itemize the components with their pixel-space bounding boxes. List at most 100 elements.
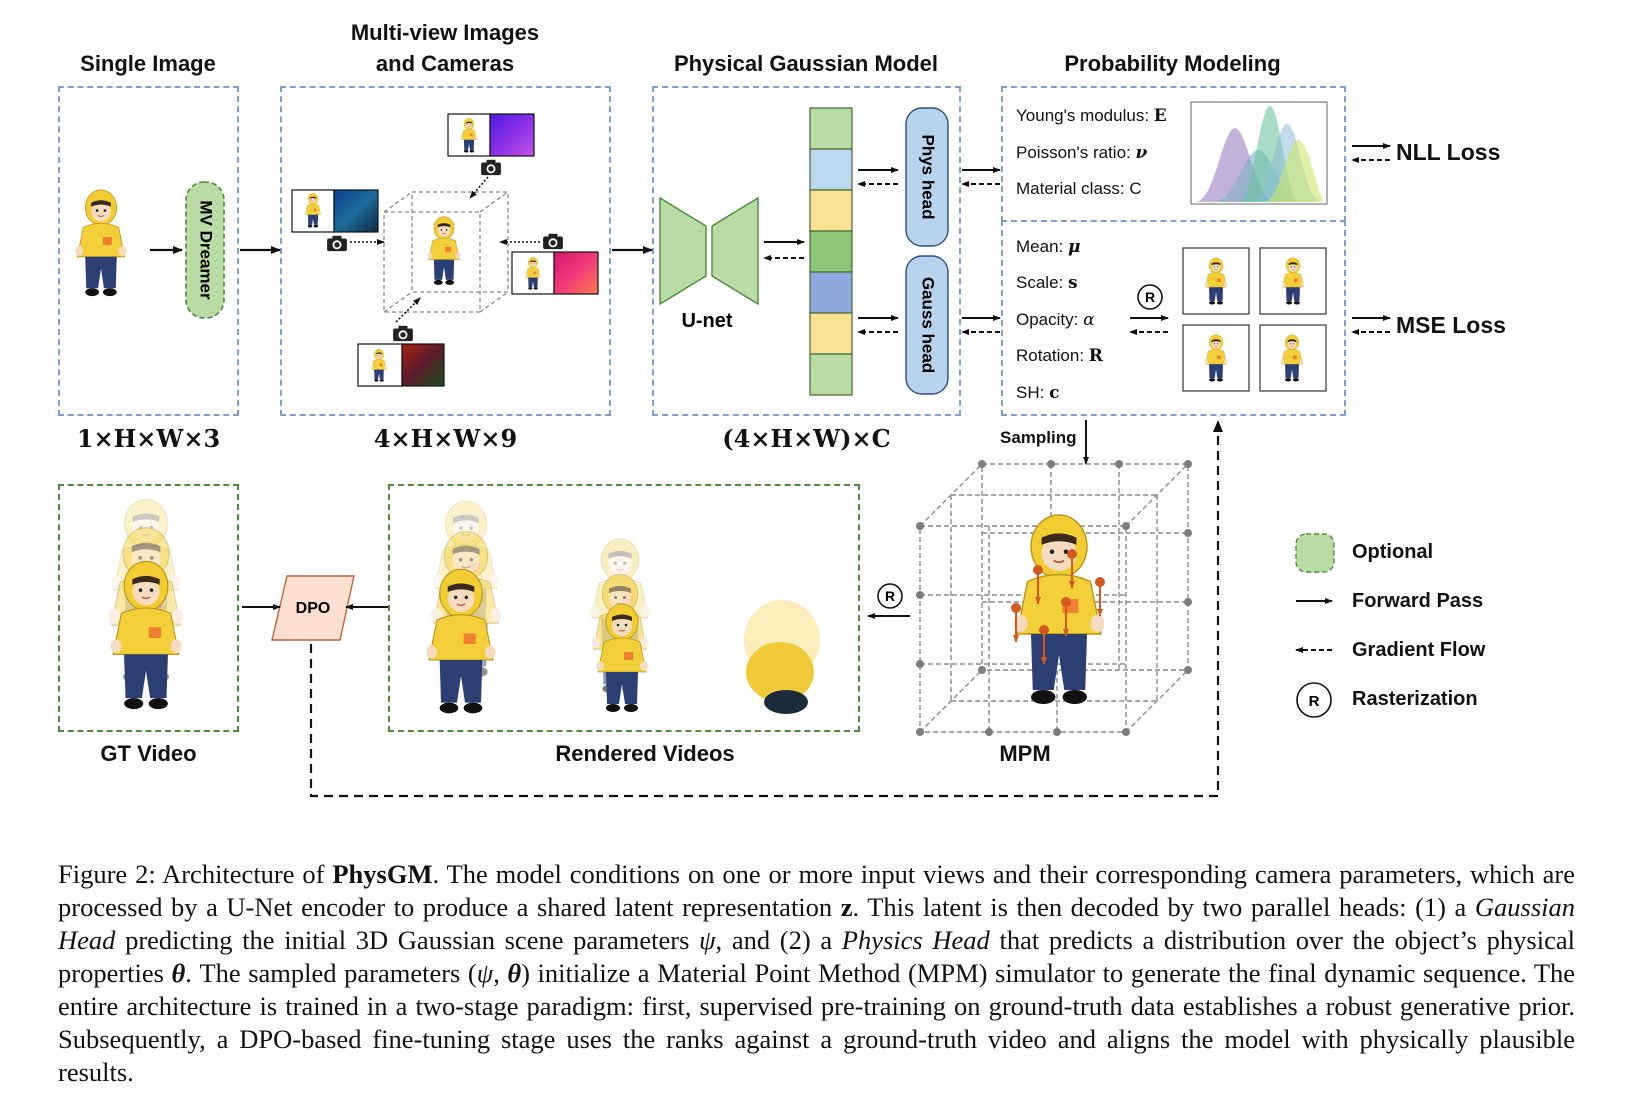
header-physical-gaussian: Physical Gaussian Model — [673, 51, 939, 76]
header-multiview-line2: and Cameras — [375, 51, 515, 76]
dim-multiview: 4×H×W×9 — [373, 424, 518, 453]
nll-loss-label: NLL Loss — [1396, 139, 1501, 165]
phys-head-block — [905, 107, 949, 247]
prob-opacity-text: Opacity: — [1016, 310, 1084, 329]
legend-rasterization-icon — [1296, 682, 1332, 718]
prob-scale-text: Scale: — [1016, 273, 1068, 292]
prob-opacity-symbol: α — [1083, 310, 1095, 330]
legend-rasterization: Rasterization — [1352, 688, 1478, 710]
view-thumb-right — [511, 251, 599, 295]
dim-single: 1×H×W×3 — [76, 424, 221, 453]
prob-mean-text: Mean: — [1016, 237, 1068, 256]
legend-optional: Optional — [1352, 541, 1434, 563]
prob-sh-symbol: c — [1049, 383, 1060, 403]
caption-theta-2: θ — [507, 958, 522, 988]
caption-part-7: . The sampled parameters ( — [185, 958, 477, 988]
caption-bold-name: PhysGM — [332, 859, 433, 889]
caption-part-2: . The model conditions on one or more in… — [58, 859, 1575, 922]
header-multiview: Multi-view Images and Cameras — [280, 17, 610, 79]
camera-cube — [383, 191, 509, 313]
caption-theta: θ — [171, 958, 186, 988]
sampling-label: Sampling — [1000, 428, 1077, 447]
unet-block — [659, 196, 759, 306]
prob-youngs-text: Young's modulus: — [1016, 106, 1154, 125]
caption-part-6: that predicts a distribution over the ob… — [58, 925, 1575, 988]
dpo-label: DPO — [296, 600, 331, 617]
view-thumb-top — [447, 113, 535, 157]
cube-doll — [427, 216, 461, 286]
dim-physical: (4×H×W)×C — [722, 424, 891, 453]
view-thumb-bottom — [357, 343, 445, 387]
prob-youngs: Young's modulus: E — [1016, 106, 1167, 126]
dpo-block — [271, 575, 355, 641]
header-single-image: Single Image — [80, 51, 216, 76]
latent-column — [809, 107, 853, 396]
caption-psi-2: ψ — [476, 958, 494, 988]
legend-gradient-flow: Gradient Flow — [1352, 639, 1486, 661]
prob-poisson-symbol: ν — [1135, 143, 1148, 163]
caption-gaussian-head: Gaussian Head — [58, 892, 1576, 955]
header-multiview-line1: Multi-view Images — [350, 20, 540, 45]
rendered-videos-box — [388, 484, 860, 732]
prob-youngs-symbol: E — [1153, 106, 1167, 126]
single-image-box — [58, 86, 239, 416]
camera-icon-top — [481, 159, 501, 176]
prob-material: Material class: C — [1016, 179, 1142, 198]
prob-poisson-text: Poisson's ratio: — [1016, 143, 1136, 162]
rasterization-icon-mpm — [877, 583, 903, 609]
label-gt-video: GT Video — [100, 741, 197, 766]
prob-scale-symbol: s — [1067, 273, 1078, 293]
single-image-doll — [74, 189, 128, 297]
view-thumb-left — [291, 189, 379, 233]
header-probability-modeling: Probability Modeling — [1064, 51, 1281, 76]
mpm-doll — [1012, 514, 1106, 705]
caption-z: z — [840, 892, 853, 922]
caption-part-1: Figure 2: Architecture of — [58, 859, 333, 889]
figure-caption: Figure 2: Architecture of PhysGM. The mo… — [58, 858, 1575, 1089]
rasterization-symbol-top: R — [1145, 289, 1155, 305]
distribution-plot — [1190, 101, 1328, 205]
rasterization-symbol-mpm: R — [885, 588, 895, 604]
unet-label: U-net — [681, 310, 732, 332]
mse-loss-label: MSE Loss — [1396, 312, 1506, 338]
caption-comma: , — [493, 958, 508, 988]
mpm-nodes — [916, 460, 1192, 736]
prob-poisson: Poisson's ratio: ν — [1016, 143, 1147, 163]
prob-mean: Mean: μ — [1016, 237, 1080, 257]
label-mpm: MPM — [999, 741, 1051, 766]
camera-icon-right — [543, 233, 563, 250]
legend-rasterization-symbol: R — [1309, 693, 1320, 710]
prob-rotation-symbol: R — [1088, 346, 1103, 366]
caption-part-4: predicting the initial 3D Gaussian scene… — [115, 925, 700, 955]
prob-sh: SH: c — [1016, 383, 1059, 403]
prob-scale: Scale: s — [1016, 273, 1078, 293]
prob-opacity: Opacity: α — [1016, 310, 1095, 330]
prob-rotation: Rotation: R — [1016, 346, 1103, 366]
legend-forward-pass: Forward Pass — [1352, 590, 1484, 612]
caption-psi: ψ — [699, 925, 716, 955]
legend-optional-swatch — [1295, 533, 1335, 573]
feedback-path — [309, 424, 1220, 798]
camera-icon-left — [327, 235, 347, 252]
mpm-particles — [1011, 549, 1105, 635]
caption-physics-head: Physics Head — [841, 925, 990, 955]
multiview-box — [280, 86, 611, 416]
caption-part-5: , and (2) a — [715, 925, 842, 955]
mpm-force-arrows — [1013, 556, 1103, 665]
rasterization-icon-top — [1137, 284, 1163, 310]
label-rendered-videos: Rendered Videos — [555, 741, 735, 766]
prob-sh-text: SH: — [1016, 383, 1050, 402]
mv-dreamer-block — [185, 181, 225, 319]
caption-part-3: . This latent is then decoded by two par… — [852, 892, 1475, 922]
gauss-head-block — [905, 255, 949, 395]
rendered-video-frames — [425, 500, 820, 715]
diagram-canvas: MV Dreamer U — [74, 101, 1391, 798]
camera-icon-bottom — [393, 325, 413, 342]
gt-video-box — [58, 484, 239, 732]
prob-rotation-text: Rotation: — [1016, 346, 1089, 365]
gauss-head-label: Gauss head — [919, 277, 938, 373]
rendered-views-grid — [1182, 247, 1327, 392]
mv-dreamer-label: MV Dreamer — [197, 200, 216, 300]
phys-head-label: Phys head — [919, 134, 938, 219]
prob-mean-symbol: μ — [1067, 237, 1081, 257]
